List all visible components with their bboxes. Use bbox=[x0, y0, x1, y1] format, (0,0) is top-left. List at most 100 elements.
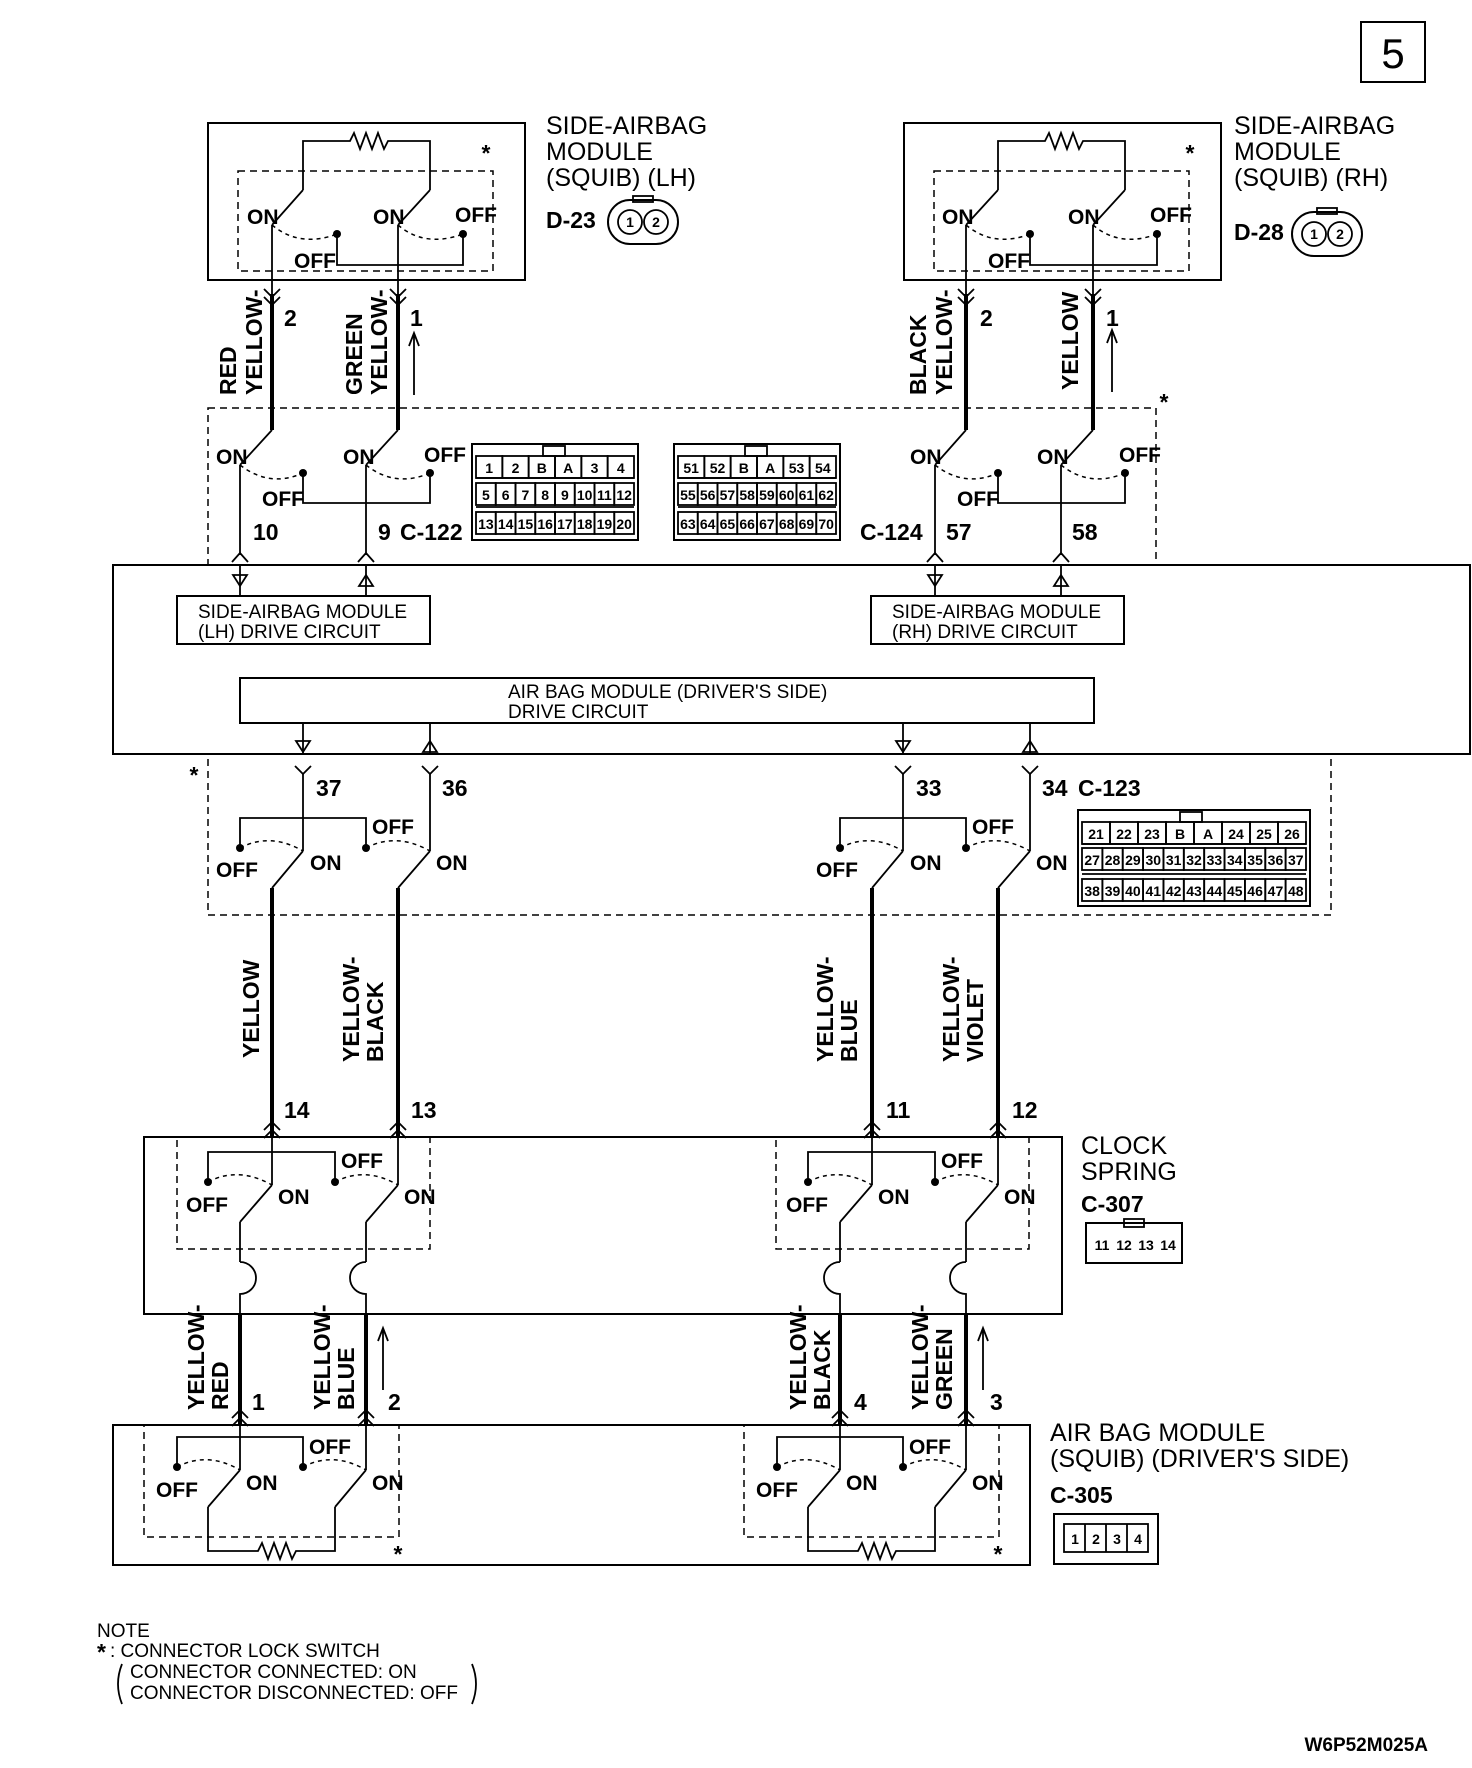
connector-cell-label: 63 bbox=[680, 516, 696, 532]
connector-cell-label: 36 bbox=[1268, 852, 1284, 868]
connector-cell-label: 14 bbox=[498, 516, 514, 532]
pin-number: 2 bbox=[1092, 1531, 1100, 1547]
pin-number: 13 bbox=[411, 1097, 437, 1123]
connector-plug-c305: 1 2 3 4 bbox=[1053, 1513, 1159, 1565]
pin-number: 10 bbox=[253, 519, 279, 545]
connector-cell-label: 41 bbox=[1145, 883, 1161, 899]
pin-number: 14 bbox=[284, 1097, 310, 1123]
pin-number: 3 bbox=[990, 1389, 1003, 1415]
connector-cell bbox=[815, 482, 837, 506]
asterisk: * bbox=[994, 1541, 1003, 1567]
pin-number: 2 bbox=[1336, 226, 1344, 242]
circuit-label: (RH) DRIVE CIRCUIT bbox=[892, 622, 1078, 643]
ecu-upper-connector-area: * ON ON OFF OFF ON ON OFF OFF 10 bbox=[207, 389, 1169, 566]
switch-label-off: OFF bbox=[294, 250, 336, 273]
switch-label-on: ON bbox=[278, 1186, 310, 1209]
switch-label-off: OFF bbox=[786, 1194, 828, 1217]
pin-number: 4 bbox=[854, 1389, 867, 1415]
switch-label-off: OFF bbox=[1150, 204, 1192, 227]
wire-color-label: YELLOW- bbox=[812, 956, 838, 1062]
connector-cell-label: 65 bbox=[720, 516, 736, 532]
connector-cell-label: 46 bbox=[1247, 883, 1263, 899]
module-title-line: (SQUIB) (DRIVER'S SIDE) bbox=[1050, 1445, 1349, 1473]
connector-cell-label: 16 bbox=[537, 516, 553, 532]
module-title-line: SIDE-AIRBAG bbox=[1234, 112, 1395, 140]
connector-cell bbox=[1277, 821, 1307, 845]
connector-cell-label: 57 bbox=[720, 487, 736, 503]
note-line: CONNECTOR CONNECTED: ON bbox=[130, 1662, 417, 1683]
wire-yellow-black-mid: YELLOW- BLACK 13 bbox=[338, 888, 437, 1137]
connector-cell-label: 66 bbox=[739, 516, 755, 532]
wire-color-label: YELLOW bbox=[238, 959, 264, 1058]
wire-yellow-red-top: 2 YELLOW- RED bbox=[215, 288, 297, 430]
switch-label-on: ON bbox=[247, 206, 279, 229]
connector-id-c124: C-124 bbox=[860, 519, 923, 545]
connector-cell-label: A bbox=[1203, 826, 1213, 842]
connector-cell-label: 58 bbox=[739, 487, 755, 503]
connector-id-c122: C-122 bbox=[400, 519, 463, 545]
wire-yellow-green-bottom: YELLOW- GREEN 3 bbox=[907, 1304, 1003, 1425]
switch-label-on: ON bbox=[310, 852, 342, 875]
wire-color-label: RED bbox=[207, 1361, 233, 1410]
wire-color-label: YELLOW bbox=[1057, 291, 1083, 390]
connector-cell-label: B bbox=[739, 460, 749, 476]
switch-label-off: OFF bbox=[156, 1479, 198, 1502]
connector-cell-label: 42 bbox=[1166, 883, 1182, 899]
switch-label-on: ON bbox=[436, 852, 468, 875]
connector-cell-label: 28 bbox=[1105, 852, 1121, 868]
connector-cell-label: 31 bbox=[1166, 852, 1182, 868]
switch-label-off: OFF bbox=[455, 204, 497, 227]
connector-cell-label: 20 bbox=[616, 516, 632, 532]
connector-cell-label: 17 bbox=[557, 516, 573, 532]
connector-plug-c307: 11 12 13 14 bbox=[1085, 1218, 1183, 1264]
connector-cell-label: 5 bbox=[482, 487, 490, 503]
switch-label-off: OFF bbox=[957, 488, 999, 511]
wire-yellow-green-top: 1 YELLOW- GREEN bbox=[341, 288, 423, 430]
connector-cell-label: 39 bbox=[1105, 883, 1121, 899]
connector-cell-label: 22 bbox=[1116, 826, 1132, 842]
pin-number: 37 bbox=[316, 775, 342, 801]
connector-cell-label: 11 bbox=[597, 487, 612, 503]
wire-color-label: GREEN bbox=[341, 313, 367, 395]
pin-number: 11 bbox=[1095, 1237, 1110, 1253]
pin-number: 2 bbox=[388, 1389, 401, 1415]
connector-cell-label: 34 bbox=[1227, 852, 1243, 868]
connector-cell-label: 15 bbox=[518, 516, 534, 532]
connector-cell-label: 43 bbox=[1186, 883, 1202, 899]
asterisk: * bbox=[1186, 140, 1195, 166]
wire-yellow-blue-bottom: YELLOW- BLUE 2 bbox=[309, 1304, 401, 1425]
connector-id-c123: C-123 bbox=[1078, 775, 1141, 801]
wire-color-label: BLUE bbox=[836, 999, 862, 1062]
note-title: NOTE bbox=[97, 1621, 150, 1642]
wire-color-label: VIOLET bbox=[962, 979, 988, 1062]
switch-label-on: ON bbox=[910, 852, 942, 875]
switch-label-on: ON bbox=[1068, 206, 1100, 229]
connector-cell-label: 67 bbox=[759, 516, 775, 532]
wire-color-label: YELLOW- bbox=[183, 1304, 209, 1410]
wire-color-label: YELLOW- bbox=[338, 956, 364, 1062]
connector-cell-label: 51 bbox=[683, 460, 699, 476]
pin-number: 2 bbox=[980, 305, 993, 331]
connector-cell-label: 35 bbox=[1247, 852, 1263, 868]
circuit-label: (LH) DRIVE CIRCUIT bbox=[198, 622, 381, 643]
asterisk: * bbox=[97, 1639, 106, 1665]
wire-color-label: YELLOW- bbox=[309, 1304, 335, 1410]
connector-cell-label: 4 bbox=[617, 460, 625, 476]
module-title-line: (SQUIB) (RH) bbox=[1234, 164, 1388, 192]
switch-label-off: OFF bbox=[909, 1436, 951, 1459]
switch-label-on: ON bbox=[404, 1186, 436, 1209]
pin-number: 58 bbox=[1072, 519, 1098, 545]
wire-color-label: YELLOW- bbox=[907, 1304, 933, 1410]
wire-color-label: BLACK bbox=[362, 981, 388, 1062]
page-number-box: 5 bbox=[1360, 21, 1426, 83]
module-title-line: (SQUIB) (LH) bbox=[546, 164, 696, 192]
connector-cell bbox=[815, 511, 837, 535]
module-title-line: AIR BAG MODULE bbox=[1050, 1419, 1265, 1447]
wire-yellow-top: 1 YELLOW bbox=[1057, 288, 1119, 430]
pin-number: 33 bbox=[916, 775, 942, 801]
connector-cell bbox=[1284, 847, 1307, 871]
pin-number: 36 bbox=[442, 775, 468, 801]
pin-number: 1 bbox=[410, 305, 423, 331]
connector-cell-label: A bbox=[563, 460, 573, 476]
wire-color-label: BLUE bbox=[333, 1347, 359, 1410]
